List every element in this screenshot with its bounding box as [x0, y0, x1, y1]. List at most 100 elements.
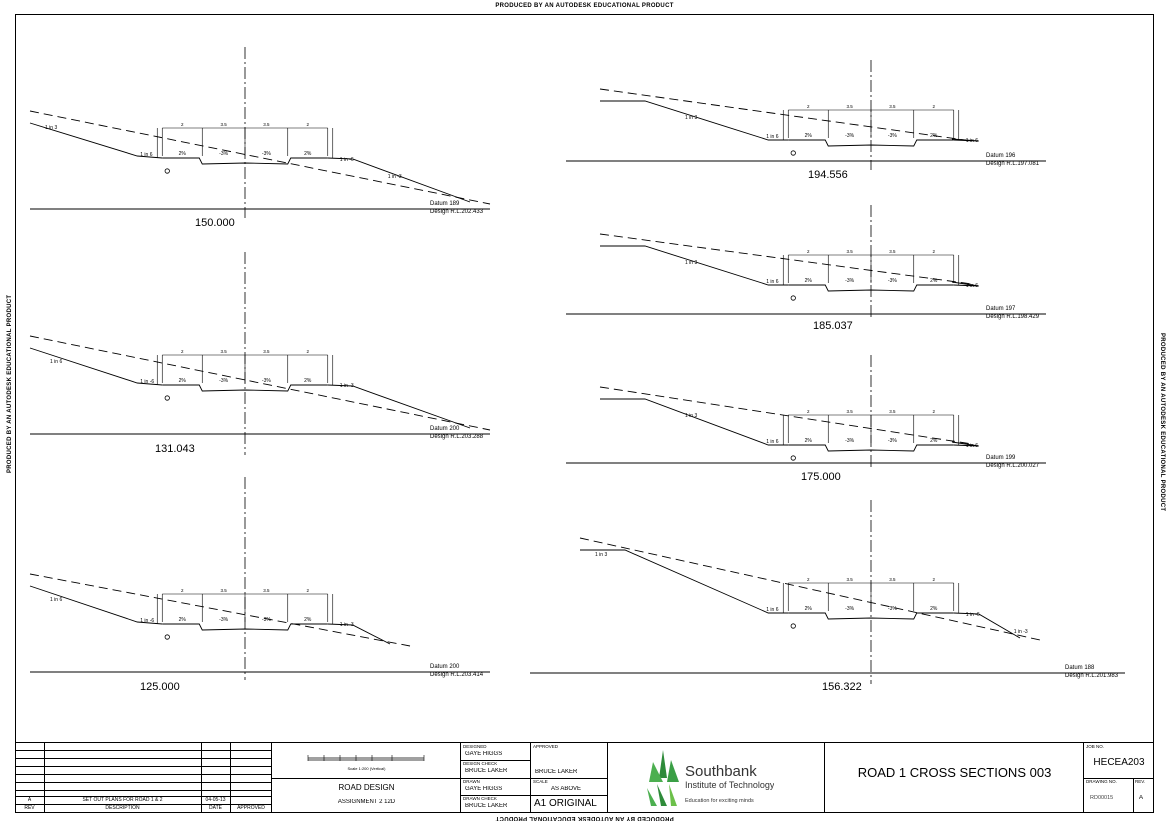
section-2-pit-marker — [164, 395, 170, 401]
section-2-width-label-0: 2 — [181, 349, 184, 354]
approved-by: BRUCE LAKER — [535, 769, 578, 775]
scale-label: SCALE — [533, 779, 548, 784]
section-2-slope-label-1: 1 in -6 — [140, 379, 154, 385]
section-5-slope-label-1: 1 in 6 — [766, 279, 778, 285]
section-4-slope-label-0: 1 in 3 — [685, 115, 697, 121]
section-2-slope-label-0: 1 in 6 — [50, 359, 62, 365]
drawn-by: GAYE HIGGS — [465, 786, 503, 792]
section-7-width-label-1: 3.5 — [846, 577, 853, 582]
section-5-grade-label-1: -3% — [845, 278, 854, 284]
designed-label: DESIGNED — [463, 744, 487, 749]
design-check-label: DESIGN CHECK — [463, 761, 498, 766]
project-name: ROAD DESIGN — [338, 783, 395, 792]
section-2-chainage-label: 131.043 — [155, 443, 195, 455]
section-7-right-batter — [953, 612, 1021, 639]
section-5-road-surface — [788, 284, 954, 292]
section-5-width-label-3: 2 — [932, 249, 935, 254]
section-5-natural-surface — [599, 233, 973, 285]
section-4-datum-label: Datum 196 — [986, 153, 1016, 159]
drawing-title-box: ROAD 1 CROSS SECTIONS 003 — [825, 743, 1084, 813]
section-3-grade-label-3: 2% — [304, 617, 312, 623]
section-4-design-rl-label: Design R.L.197.081 — [986, 161, 1040, 167]
section-2-grade-label-0: 2% — [179, 378, 187, 384]
job-box: JOB NO. HECEA203 DRAWING NO. REV. RD0001… — [1084, 743, 1154, 813]
section-1-grade-label-2: -3% — [262, 151, 271, 157]
section-6-slope-label-2: 1 in 6 — [966, 443, 978, 449]
logo-tagline: Education for exciting minds — [685, 798, 754, 804]
section-2-width-label-2: 3.5 — [263, 349, 270, 354]
section-1-natural-surface — [29, 110, 491, 205]
section-6-design-rl-label: Design R.L.200.027 — [986, 463, 1040, 469]
scale-value: AS ABOVE — [551, 786, 582, 792]
section-6-datum-label: Datum 199 — [986, 455, 1016, 461]
rev-header: REV — [24, 805, 35, 811]
section-2-natural-surface — [29, 335, 491, 431]
section-4-road-surface — [788, 139, 954, 147]
section-1-slope-label-0: 1 in 3 — [45, 125, 57, 131]
section-6-slope-label-0: 1 in 3 — [685, 413, 697, 419]
section-4-slope-label-2: 1 in 6 — [966, 138, 978, 144]
date-header: DATE — [209, 805, 222, 811]
section-6-width-label-2: 3.5 — [889, 409, 896, 414]
section-5-grade-label-0: 2% — [805, 278, 813, 284]
approved-label: APPROVED — [533, 744, 559, 749]
section-4-left-batter — [600, 100, 789, 141]
section-5-left-batter — [600, 245, 789, 286]
section-6-grade-label-1: -3% — [845, 438, 854, 444]
section-3-width-label-1: 3.5 — [220, 588, 227, 593]
section-7-road-surface — [788, 612, 954, 620]
rev-label: REV. — [1135, 779, 1146, 784]
section-1-width-label-3: 2 — [306, 122, 309, 127]
section-7-slope-label-1: 1 in 6 — [766, 607, 778, 613]
description-header: DESCRIPTION — [105, 805, 140, 811]
section-1-chainage-label: 150.000 — [195, 217, 235, 229]
sheet-size: A1 ORIGINAL — [534, 798, 597, 809]
section-5-width-label-1: 3.5 — [846, 249, 853, 254]
section-1-slope-label-3: 1 in -3 — [388, 174, 402, 180]
drawing-title: ROAD 1 CROSS SECTIONS 003 — [857, 765, 1052, 780]
section-6-left-batter — [600, 398, 789, 446]
section-4-width-label-1: 3.5 — [846, 104, 853, 109]
rev-row-rev: A — [27, 797, 32, 803]
section-3-datum-label: Datum 200 — [430, 664, 460, 670]
section-5-slope-label-2: 1 in 6 — [966, 283, 978, 289]
section-1-grade-label-0: 2% — [179, 151, 187, 157]
section-3-grade-label-2: -3% — [262, 617, 271, 623]
section-7-slope-label-2: 1 in -6 — [966, 612, 980, 618]
institute-logo: Southbank Institute of Technology Educat… — [608, 743, 825, 813]
drawing-frame — [15, 14, 1154, 813]
drawing-no: RD00015 — [1090, 795, 1114, 801]
section-2-grade-label-3: 2% — [304, 378, 312, 384]
section-1-grade-label-1: -3% — [219, 151, 228, 157]
section-3-right-batter — [327, 623, 391, 645]
section-1-design-rl-label: Design R.L.202.433 — [430, 209, 484, 215]
section-6-pit-marker — [790, 455, 796, 461]
section-4-grade-label-1: -3% — [845, 133, 854, 139]
section-7-grade-label-2: -3% — [888, 606, 897, 612]
drawn-check-label: DRAWN CHECK — [463, 796, 497, 801]
revision-table: A SET OUT PLANS FOR ROAD 1 & 2 04-05-13 … — [15, 743, 272, 813]
section-7-natural-surface — [579, 537, 1041, 641]
section-1-pit-marker — [164, 168, 170, 174]
section-4-width-label-3: 2 — [932, 104, 935, 109]
section-5-pit-marker — [790, 295, 796, 301]
section-5-design-rl-label: Design R.L.198.429 — [986, 314, 1040, 320]
section-7-slope-label-3: 1 in -3 — [1014, 629, 1028, 635]
watermark-top: PRODUCED BY AN AUTODESK EDUCATIONAL PROD… — [495, 3, 674, 9]
section-3-slope-label-2: 1 in -3 — [340, 622, 354, 628]
section-7-pit-marker — [790, 623, 796, 629]
section-5-datum-label: Datum 197 — [986, 306, 1016, 312]
section-5-width-label-0: 2 — [807, 249, 810, 254]
section-3-width-label-2: 3.5 — [263, 588, 270, 593]
section-4-slope-label-1: 1 in 6 — [766, 134, 778, 140]
design-check-by: BRUCE LAKER — [465, 768, 508, 774]
section-1-slope-label-1: 1 in 6 — [140, 152, 152, 158]
section-6-right-batter — [951, 441, 979, 447]
section-3-width-label-0: 2 — [181, 588, 184, 593]
drawn-label: DRAWN — [463, 779, 480, 784]
section-7-width-label-3: 2 — [932, 577, 935, 582]
section-4-right-batter — [951, 138, 979, 142]
section-1-left-batter — [29, 122, 163, 159]
section-2-design-rl-label: Design R.L.203.288 — [430, 434, 484, 440]
section-6-natural-surface — [599, 386, 973, 445]
